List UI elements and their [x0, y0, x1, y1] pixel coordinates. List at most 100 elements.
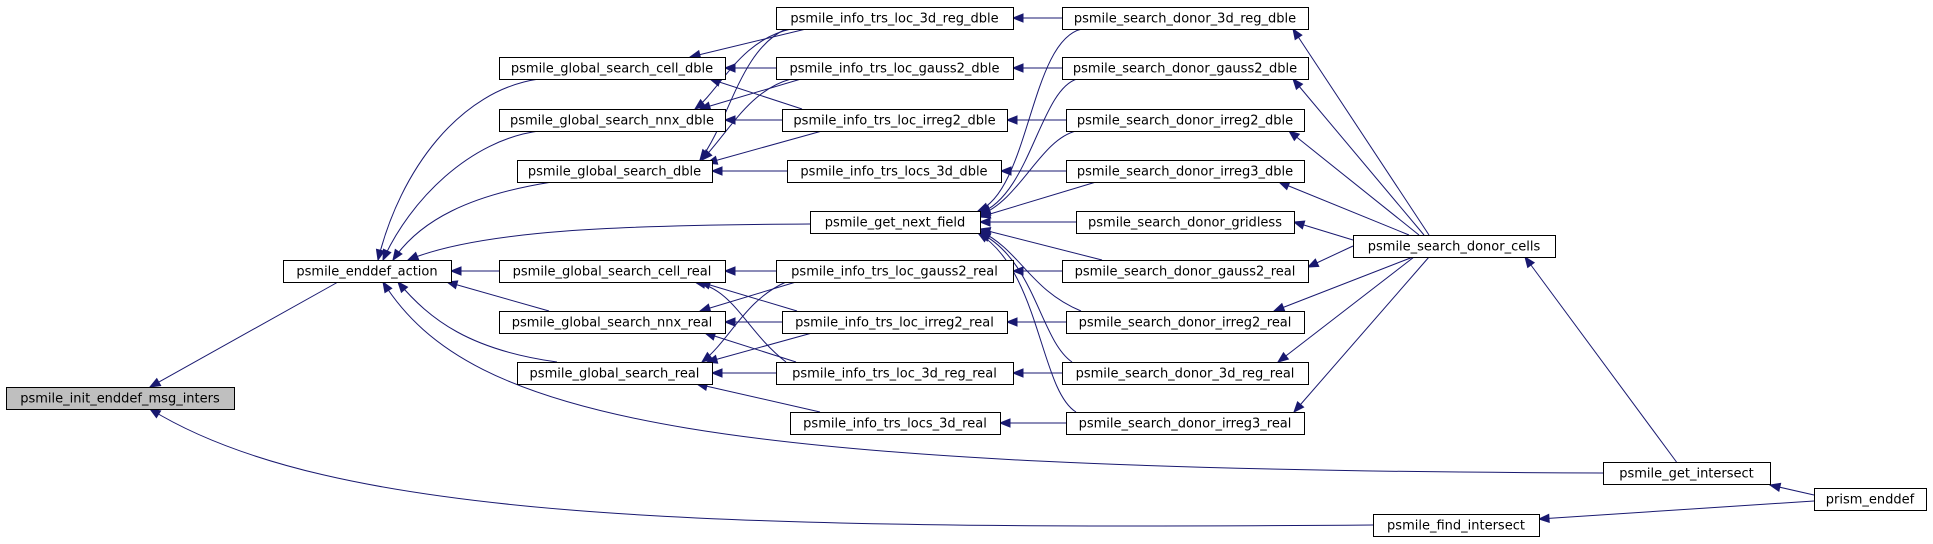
- node-label: psmile_global_search_real: [530, 367, 700, 382]
- node-label: psmile_search_donor_3d_reg_dble: [1074, 12, 1296, 27]
- node-label: psmile_find_intersect: [1387, 519, 1525, 534]
- node-get-intersect[interactable]: psmile_get_intersect: [1603, 462, 1771, 485]
- edge-get_intersect-to-enddef_action: [382, 281, 1604, 474]
- node-info-locs-3d-real[interactable]: psmile_info_trs_locs_3d_real: [790, 412, 1001, 435]
- node-gs-cell-real[interactable]: psmile_global_search_cell_real: [499, 260, 726, 283]
- node-box[interactable]: [776, 362, 1014, 385]
- node-box[interactable]: [1062, 57, 1309, 80]
- node-box[interactable]: [1066, 311, 1305, 334]
- node-gs-cell-dble[interactable]: psmile_global_search_cell_dble: [499, 57, 726, 80]
- node-info-irreg2-dble[interactable]: psmile_info_trs_loc_irreg2_dble: [782, 109, 1008, 132]
- node-sd-irreg3-real[interactable]: psmile_search_donor_irreg3_real: [1066, 412, 1305, 435]
- node-box[interactable]: [1066, 109, 1305, 132]
- node-label: psmile_init_enddef_msg_inters: [20, 392, 220, 407]
- node-sd-irreg3-dble[interactable]: psmile_search_donor_irreg3_dble: [1066, 160, 1305, 183]
- arrowhead-sd_cells-to-sd_3d_reg_real: [1276, 351, 1290, 363]
- node-label: psmile_info_trs_loc_3d_reg_dble: [790, 12, 998, 27]
- edge-sd_irreg2_real-to-get_next_field: [979, 230, 1082, 312]
- edge-info_gauss2_real-to-gs_nnx_real: [699, 281, 797, 312]
- node-box[interactable]: [782, 109, 1008, 132]
- node-box[interactable]: [782, 311, 1008, 334]
- node-init[interactable]: psmile_init_enddef_msg_inters: [6, 387, 235, 410]
- node-box[interactable]: [1066, 412, 1305, 435]
- node-box[interactable]: [1076, 211, 1295, 234]
- node-box[interactable]: [517, 362, 713, 385]
- edge-info_3d_reg_real-to-gs_nnx_real: [704, 332, 797, 363]
- node-sd-gridless[interactable]: psmile_search_donor_gridless: [1076, 211, 1295, 234]
- node-gs-nnx-dble[interactable]: psmile_global_search_nnx_dble: [499, 109, 726, 132]
- edge-info_3d_reg_dble-to-gs_dble: [699, 28, 787, 161]
- node-box[interactable]: [1814, 488, 1927, 511]
- node-sd-3d-reg-dble[interactable]: psmile_search_donor_3d_reg_dble: [1062, 7, 1309, 30]
- node-box[interactable]: [810, 211, 981, 234]
- arrowhead-sd_gridless-to-get_next_field: [978, 217, 991, 227]
- node-box[interactable]: [517, 160, 713, 183]
- edge-sd_3d_reg_dble-to-get_next_field: [977, 28, 1083, 212]
- arrowhead-sd_cells-to-sd_irreg3_dble: [1277, 181, 1291, 191]
- edge-gs_real-to-enddef_action: [397, 281, 558, 363]
- node-sd-irreg2-real[interactable]: psmile_search_donor_irreg2_real: [1066, 311, 1305, 334]
- node-info-3d-reg-real[interactable]: psmile_info_trs_loc_3d_reg_real: [776, 362, 1014, 385]
- node-gs-dble[interactable]: psmile_global_search_dble: [517, 160, 713, 183]
- node-get-next-field[interactable]: psmile_get_next_field: [810, 211, 981, 234]
- edge-gs_dble-to-enddef_action: [392, 181, 553, 261]
- edge-sd_irreg3_dble-to-get_next_field: [979, 181, 1097, 218]
- node-box[interactable]: [776, 57, 1014, 80]
- edge-sd_cells-to-sd_3d_reg_dble: [1292, 28, 1430, 236]
- node-sd-3d-reg-real[interactable]: psmile_search_donor_3d_reg_real: [1062, 362, 1309, 385]
- node-enddef-action[interactable]: psmile_enddef_action: [283, 260, 452, 283]
- node-box[interactable]: [499, 311, 726, 334]
- edge-gs_nnx_dble-to-enddef_action: [382, 130, 540, 261]
- node-box[interactable]: [776, 7, 1014, 30]
- node-box[interactable]: [283, 260, 452, 283]
- node-label: psmile_info_trs_loc_irreg2_dble: [793, 114, 995, 129]
- node-box[interactable]: [1062, 260, 1309, 283]
- edge-enddef_action-to-init: [149, 281, 339, 388]
- edge-gs_nnx_real-to-enddef_action: [446, 281, 550, 312]
- node-sd-gauss2-dble[interactable]: psmile_search_donor_gauss2_dble: [1062, 57, 1309, 80]
- node-box[interactable]: [6, 387, 235, 410]
- node-box[interactable]: [499, 260, 726, 283]
- edge-sd_3d_reg_real-to-get_next_field: [979, 232, 1073, 363]
- node-box[interactable]: [499, 109, 726, 132]
- node-box[interactable]: [1603, 462, 1771, 485]
- node-label: psmile_info_trs_locs_3d_real: [803, 417, 987, 432]
- node-box[interactable]: [1373, 514, 1540, 537]
- node-label: psmile_info_trs_loc_gauss2_dble: [789, 62, 999, 77]
- node-prism-enddef[interactable]: prism_enddef: [1814, 488, 1927, 511]
- node-info-irreg2-real[interactable]: psmile_info_trs_loc_irreg2_real: [782, 311, 1008, 334]
- edge-sd_cells-to-sd_irreg2_real: [1273, 256, 1414, 312]
- node-box[interactable]: [787, 160, 1002, 183]
- node-box[interactable]: [499, 57, 726, 80]
- edges: [148, 13, 1815, 527]
- arrowhead-gs_nnx_dble-to-enddef_action: [382, 248, 392, 262]
- node-info-gauss2-dble[interactable]: psmile_info_trs_loc_gauss2_dble: [776, 57, 1014, 80]
- edge-info_locs_3d_real-to-gs_real: [696, 383, 821, 413]
- node-sd-cells[interactable]: psmile_search_donor_cells: [1353, 235, 1556, 258]
- node-box[interactable]: [1062, 7, 1309, 30]
- node-label: psmile_search_donor_irreg3_real: [1079, 417, 1292, 432]
- node-box[interactable]: [1353, 235, 1556, 258]
- node-box[interactable]: [1062, 362, 1309, 385]
- arrowhead-sd_irreg3_real-to-info_locs_3d_real: [998, 418, 1011, 428]
- arrowhead-info_gauss2_real-to-gs_nnx_real: [698, 303, 712, 313]
- node-info-3d-reg-dble[interactable]: psmile_info_trs_loc_3d_reg_dble: [776, 7, 1014, 30]
- edge-sd_irreg2_dble-to-get_next_field: [979, 130, 1077, 216]
- node-sd-gauss2-real[interactable]: psmile_search_donor_gauss2_real: [1062, 260, 1309, 283]
- node-box[interactable]: [776, 260, 1014, 283]
- node-label: psmile_search_donor_cells: [1368, 240, 1541, 255]
- node-label: psmile_search_donor_3d_reg_real: [1076, 367, 1295, 382]
- node-gs-real[interactable]: psmile_global_search_real: [517, 362, 713, 385]
- arrowhead-enddef_action-to-init: [148, 377, 162, 388]
- edge-info_3d_reg_real-to-gs_cell_real: [694, 281, 787, 363]
- node-sd-irreg2-dble[interactable]: psmile_search_donor_irreg2_dble: [1066, 109, 1305, 132]
- node-find-intersect[interactable]: psmile_find_intersect: [1373, 514, 1540, 537]
- arrowhead-sd_irreg3_real-to-get_next_field: [976, 232, 990, 243]
- node-box[interactable]: [790, 412, 1001, 435]
- node-label: psmile_search_donor_gauss2_dble: [1073, 62, 1297, 77]
- edge-sd_cells-to-sd_irreg3_dble: [1278, 181, 1410, 236]
- node-box[interactable]: [1066, 160, 1305, 183]
- node-info-gauss2-real[interactable]: psmile_info_trs_loc_gauss2_real: [776, 260, 1014, 283]
- node-info-locs-3d-dble[interactable]: psmile_info_trs_locs_3d_dble: [787, 160, 1002, 183]
- node-gs-nnx-real[interactable]: psmile_global_search_nnx_real: [499, 311, 726, 334]
